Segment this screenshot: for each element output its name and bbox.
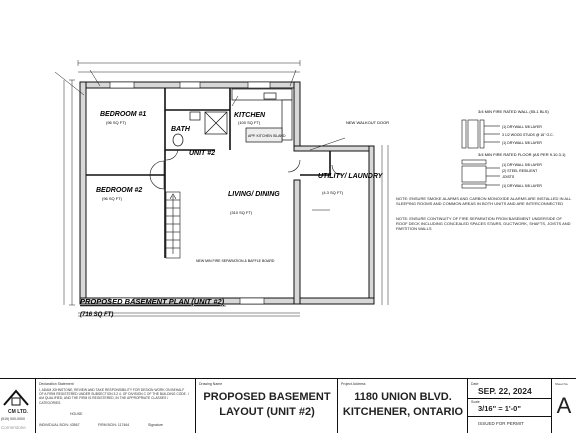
date-value: SEP. 22, 2024: [478, 386, 532, 396]
watermark: Cornerstone: [1, 425, 26, 430]
bath-label: BATH: [171, 126, 191, 133]
plan-area: (716 SQ FT): [80, 312, 113, 318]
drawing-name-cell: Drawing Name PROPOSED BASEMENT LAYOUT (U…: [196, 379, 338, 433]
signature-caption: Signature: [148, 423, 163, 427]
bedroom1-label: BEDROOM #1: [100, 111, 146, 118]
project-caption: Project Address: [341, 382, 366, 386]
windows: [109, 81, 271, 305]
kitchen-label: KITCHEN: [234, 112, 266, 119]
floor-detail-b-layer-4: (1) DRYWALL 5/8 LAYER: [502, 184, 542, 188]
issue-status: ISSUED FOR PERMIT: [478, 421, 524, 426]
drawing-title-line-2: LAYOUT (UNIT #2): [219, 406, 315, 418]
sheet-caption: Sheet No.: [555, 382, 569, 386]
living-area: (310 SQ FT): [230, 210, 253, 215]
general-note-smoke-alarms: NOTE: ENSURE SMOKE ALARMS AND CARBON MON…: [396, 196, 572, 206]
bedroom2-area: (96 SQ FT): [102, 196, 123, 201]
leader-lines: [54, 69, 346, 211]
ceiling-callout: NEW MIN FIRE SEPARATION & BAFFLE BOARD: [196, 259, 275, 263]
firm-name: CM LTD.: [8, 409, 28, 415]
sheet-number: A: [556, 393, 572, 418]
bath-fixtures: [172, 111, 228, 147]
stairs: [165, 191, 181, 259]
individual-bcin: INDIVIDUAL BCIN: 43567: [39, 423, 80, 427]
date-scale-cell: Date SEP. 22, 2024 Scale 3/16" = 1'-0" I…: [468, 379, 552, 433]
wall-detail-a-layer-1: (1) DRYWALL 5/8 LAYER: [502, 125, 542, 129]
drawing-caption: Drawing Name: [199, 382, 223, 386]
designer-statement: I, ADAM JOHNSTONE, REVIEW AND TAKE RESPO…: [39, 388, 189, 405]
wall-detail-a: [461, 119, 500, 149]
firm-logo: [3, 389, 29, 406]
bedroom1-area: (96 SQ FT): [106, 120, 127, 125]
sheet-number-cell: Sheet No. A: [552, 379, 576, 433]
firm-bcin: FIRM BCIN: 117464: [98, 423, 130, 427]
address-line-1: 1180 UNION BLVD.: [354, 391, 452, 403]
door-swings: [149, 149, 343, 190]
firm-logo-cell: CM LTD. (519) 000-0000 Cornerstone: [0, 379, 36, 433]
project-address-cell: Project Address 1180 UNION BLVD. KITCHEN…: [338, 379, 468, 433]
designer-cell: Declaration Statement I, ADAM JOHNSTONE,…: [36, 379, 196, 433]
designer-caption: Declaration Statement: [39, 382, 74, 386]
house-label: HOUSE: [70, 412, 83, 416]
kitchen-area: (100 SQ FT): [238, 120, 261, 125]
address-line-2: KITCHENER, ONTARIO: [342, 406, 464, 418]
drawing-title-line-1: PROPOSED BASEMENT: [203, 391, 331, 403]
dimension-lines: [63, 60, 389, 317]
wall-detail-a-title: 3/4 MIN FIRE RATED WALL (55-1 BLS): [478, 109, 549, 114]
floor-detail-b-layer-2: (2) STEEL RESILIENT: [502, 169, 538, 173]
kitchen-island-callout: APP. KITCHEN ISLAND: [248, 134, 286, 138]
wall-detail-a-layer-3: (1) DRYWALL 5/8 LAYER: [502, 141, 542, 145]
bedroom2-label: BEDROOM #2: [96, 187, 142, 194]
firm-phone: (519) 000-0000: [1, 417, 25, 421]
floor-detail-b: [461, 159, 500, 189]
floor-detail-b-title: 3/4 MIN FIRE RATED FLOOR (AS PER 9.10.3.…: [478, 152, 566, 157]
date-caption: Date: [471, 382, 479, 386]
plan-title: PROPOSED BASEMENT PLAN (UNIT #2): [80, 297, 225, 306]
interior-walls: [86, 88, 331, 258]
living-label: LIVING/ DINING: [228, 191, 280, 198]
kitchen-fixtures: [231, 88, 293, 143]
floor-detail-b-layer-1: (1) DRYWALL 5/8 LAYER: [502, 163, 542, 167]
unit-label: UNIT #2: [189, 150, 215, 157]
scale-value: 3/16" = 1'-0": [478, 404, 521, 413]
floor-detail-b-layer-3: JOISTS: [502, 175, 515, 179]
utility-area: (4.3 SQ FT): [322, 190, 344, 195]
utility-label: UTILITY/ LAUNDRY: [318, 173, 384, 180]
wall-detail-a-layer-2: 3 1/2 WOOD STUDS @ 16" O.C.: [502, 133, 554, 137]
general-note-fire-separation: NOTE: ENSURE CONTINUITY OF FIRE SEPARATI…: [396, 216, 571, 231]
walkout-callout: NEW WALKOUT DOOR: [346, 120, 389, 125]
title-block: CM LTD. (519) 000-0000 Cornerstone Decla…: [0, 378, 576, 433]
scale-caption: Scale: [471, 400, 480, 404]
